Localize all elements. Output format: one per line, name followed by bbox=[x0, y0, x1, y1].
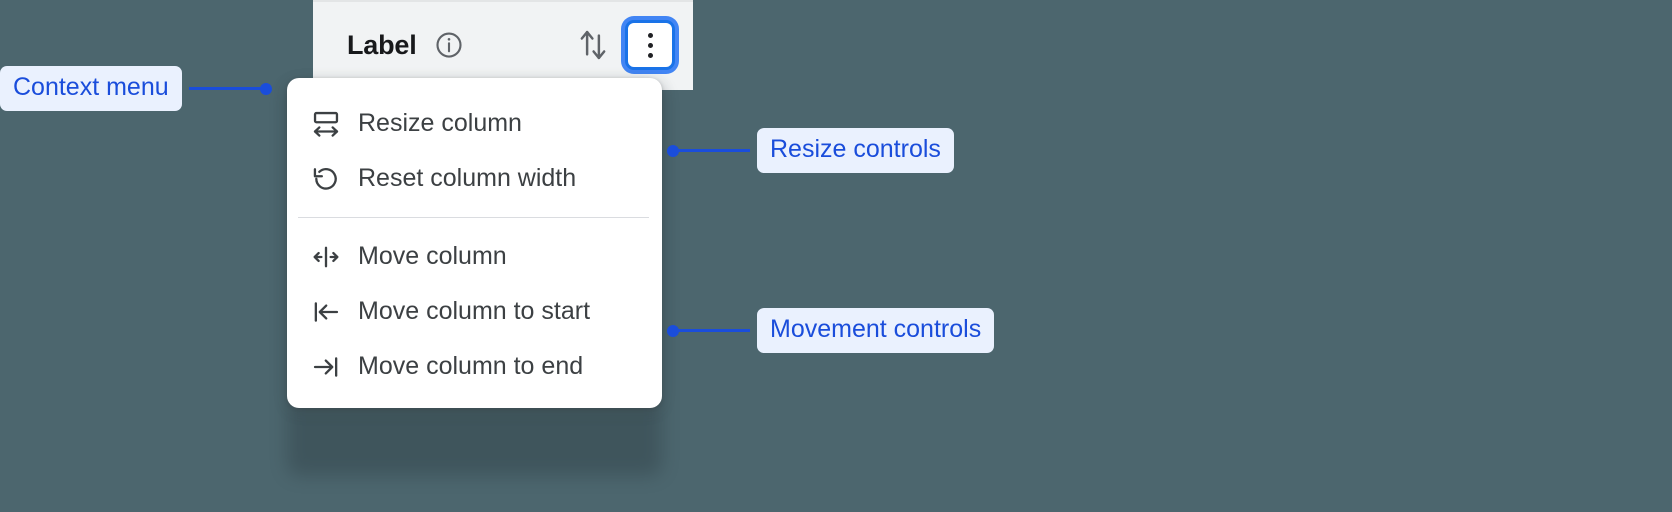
annotation-leader-line bbox=[188, 87, 261, 90]
resize-column-icon bbox=[311, 107, 347, 141]
annotation-endpoint-dot bbox=[667, 324, 679, 337]
column-options-button[interactable] bbox=[625, 20, 675, 70]
menu-item-resize-column[interactable]: Resize column bbox=[287, 96, 662, 151]
page-title: Label bbox=[347, 29, 417, 60]
annotation-label: Context menu bbox=[0, 66, 182, 111]
menu-divider bbox=[298, 217, 649, 218]
annotation-label: Movement controls bbox=[757, 308, 995, 353]
annotation-movement-controls: Movement controls bbox=[667, 308, 995, 353]
annotation-leader-line bbox=[678, 329, 750, 332]
reset-width-icon bbox=[311, 162, 347, 196]
menu-item-label: Move column bbox=[358, 242, 507, 270]
annotation-leader-line bbox=[678, 149, 750, 152]
annotation-endpoint-dot bbox=[259, 82, 272, 95]
menu-item-move-column-to-end[interactable]: Move column to end bbox=[287, 339, 662, 394]
column-header: Label bbox=[313, 0, 693, 90]
info-circle-icon[interactable] bbox=[434, 30, 464, 60]
kebab-dot-2 bbox=[647, 42, 653, 48]
annotation-label: Resize controls bbox=[757, 128, 954, 173]
kebab-dot-3 bbox=[647, 52, 653, 58]
annotation-resize-controls: Resize controls bbox=[667, 128, 954, 173]
move-to-end-icon bbox=[311, 350, 347, 384]
menu-item-move-column-to-start[interactable]: Move column to start bbox=[287, 284, 662, 339]
menu-item-label: Resize column bbox=[358, 109, 522, 137]
context-menu: Resize column Reset column width bbox=[287, 78, 662, 408]
menu-item-label: Reset column width bbox=[358, 164, 577, 192]
move-column-icon bbox=[311, 240, 347, 274]
menu-item-reset-column-width[interactable]: Reset column width bbox=[287, 151, 662, 206]
annotation-endpoint-dot bbox=[667, 144, 679, 157]
menu-item-label: Move column to end bbox=[358, 352, 584, 380]
sort-arrows-icon[interactable] bbox=[573, 23, 613, 67]
move-to-start-icon bbox=[311, 295, 347, 329]
menu-item-label: Move column to start bbox=[358, 297, 591, 325]
kebab-dot-1 bbox=[647, 32, 653, 38]
annotation-context-menu: Context menu bbox=[0, 66, 272, 111]
menu-item-move-column[interactable]: Move column bbox=[287, 229, 662, 284]
